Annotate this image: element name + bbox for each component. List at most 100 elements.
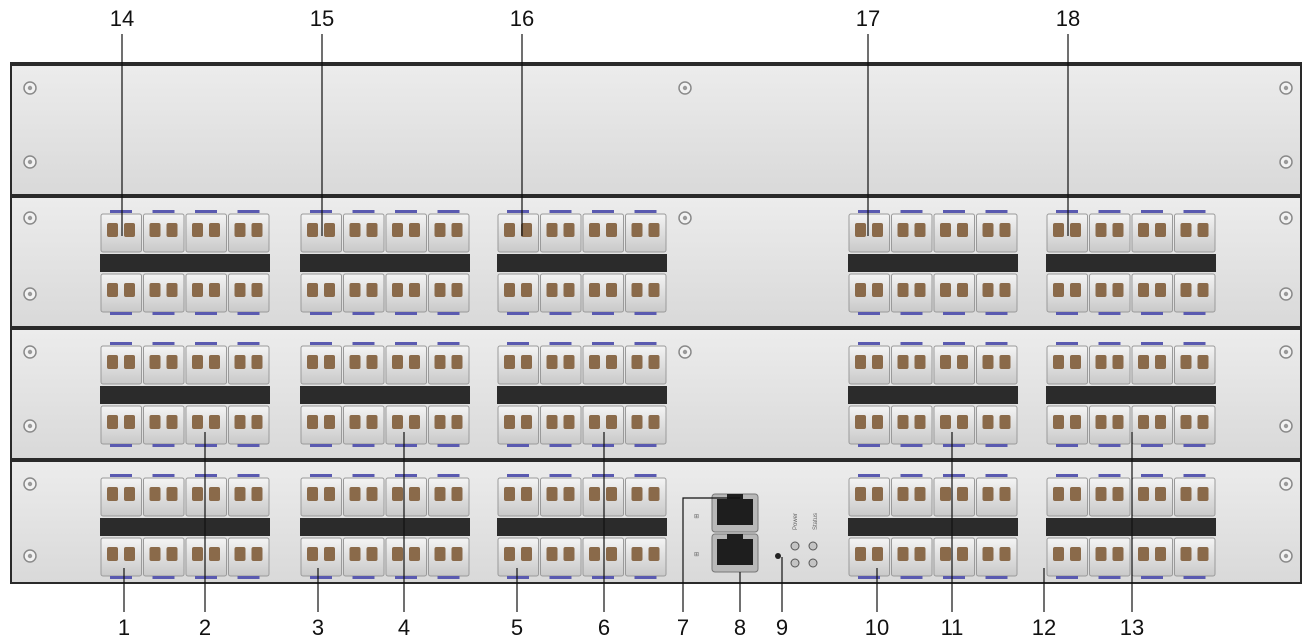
port-label-strip (1056, 342, 1078, 345)
fiber-port-core (124, 547, 135, 561)
fiber-port-core (392, 487, 403, 501)
fiber-port-core (957, 547, 968, 561)
screw-center (1283, 291, 1289, 297)
led-label-status: Status (813, 513, 819, 530)
fiber-port-core (563, 415, 575, 429)
fiber-port-core (957, 223, 968, 237)
port-label-strip (985, 444, 1008, 447)
port-label-strip (352, 312, 375, 315)
port-label-strip (310, 444, 332, 447)
fiber-port-core (307, 223, 318, 237)
fiber-port-core (149, 355, 161, 369)
fiber-port-core (107, 283, 118, 297)
fiber-port-core (563, 355, 575, 369)
fiber-port-core (192, 547, 203, 561)
fiber-port-core (166, 223, 178, 237)
fiber-port-core (606, 487, 617, 501)
port-label-strip (1141, 210, 1163, 213)
fiber-port-core (914, 415, 926, 429)
callout-leader-lines (121, 34, 1133, 612)
port-block (100, 210, 270, 315)
callout-leader-7 (682, 497, 740, 612)
callout-17: 17 (856, 6, 880, 31)
fiber-port-core (940, 487, 951, 501)
fiber-port-core (434, 223, 446, 237)
port-label-strip (152, 342, 175, 345)
fiber-port-core (107, 415, 118, 429)
status-led-1 (808, 541, 818, 551)
screw-center (1283, 215, 1289, 221)
fiber-port-core (307, 283, 318, 297)
port-label-strip (395, 576, 417, 579)
port-label-strip (943, 576, 965, 579)
port-label-strip (1098, 312, 1121, 315)
fiber-port-core (409, 487, 420, 501)
screw-center (27, 291, 33, 297)
fiber-port-core (563, 223, 575, 237)
fiber-port-core (648, 223, 660, 237)
fiber-port-core (897, 223, 909, 237)
port-label-strip (152, 444, 175, 447)
port-label-strip (1098, 342, 1121, 345)
port-label-strip (507, 576, 529, 579)
port-label-strip (943, 342, 965, 345)
fiber-port-core (1112, 487, 1124, 501)
port-label-strip (1098, 444, 1121, 447)
fiber-port-core (521, 547, 532, 561)
fiber-port-core (1112, 223, 1124, 237)
port-label-strip (634, 312, 657, 315)
fiber-port-core (324, 415, 335, 429)
fiber-port-core (940, 547, 951, 561)
fiber-port-core (897, 355, 909, 369)
port-label-strip (1098, 576, 1121, 579)
fiber-port-core (1180, 547, 1192, 561)
callout-15: 15 (310, 6, 334, 31)
port-label-strip (507, 474, 529, 477)
port-block (300, 210, 470, 315)
screw-center (27, 215, 33, 221)
port-label-strip (592, 474, 614, 477)
port-label-strip (437, 474, 460, 477)
fiber-port-core (589, 283, 600, 297)
port-label-strip (634, 342, 657, 345)
callout-2: 2 (199, 615, 211, 640)
fiber-port-core (1180, 487, 1192, 501)
fiber-port-core (366, 547, 378, 561)
port-label-strip (195, 210, 217, 213)
fiber-port-core (1197, 355, 1209, 369)
fiber-port-core (349, 487, 361, 501)
port-label-strip (1141, 342, 1163, 345)
screw-center (27, 553, 33, 559)
fiber-port-core (349, 415, 361, 429)
port-block (1046, 342, 1216, 447)
port-divider-bar (1046, 386, 1216, 404)
fiber-port-core (107, 487, 118, 501)
fiber-port-core (1180, 355, 1192, 369)
fiber-port-core (1053, 355, 1064, 369)
fiber-port-core (855, 415, 866, 429)
fiber-port-core (1155, 223, 1166, 237)
fiber-port-core (606, 223, 617, 237)
fiber-port-core (631, 547, 643, 561)
port-block (1046, 474, 1216, 579)
callout-13: 13 (1120, 615, 1144, 640)
fiber-port-core (940, 415, 951, 429)
fiber-port-core (1155, 355, 1166, 369)
port-label-strip (943, 474, 965, 477)
fiber-port-core (392, 355, 403, 369)
fiber-port-core (192, 355, 203, 369)
port-label-strip (592, 210, 614, 213)
fiber-port-core (589, 547, 600, 561)
port-label-strip (237, 444, 260, 447)
fiber-port-core (589, 487, 600, 501)
fiber-port-core (124, 355, 135, 369)
port-block (497, 210, 667, 315)
fiber-port-core (546, 283, 558, 297)
fiber-port-core (451, 487, 463, 501)
port-block (497, 474, 667, 579)
fiber-port-core (631, 487, 643, 501)
port-block (300, 342, 470, 447)
port-divider-bar (100, 254, 270, 272)
port-label-strip (310, 312, 332, 315)
fiber-port-core (349, 547, 361, 561)
